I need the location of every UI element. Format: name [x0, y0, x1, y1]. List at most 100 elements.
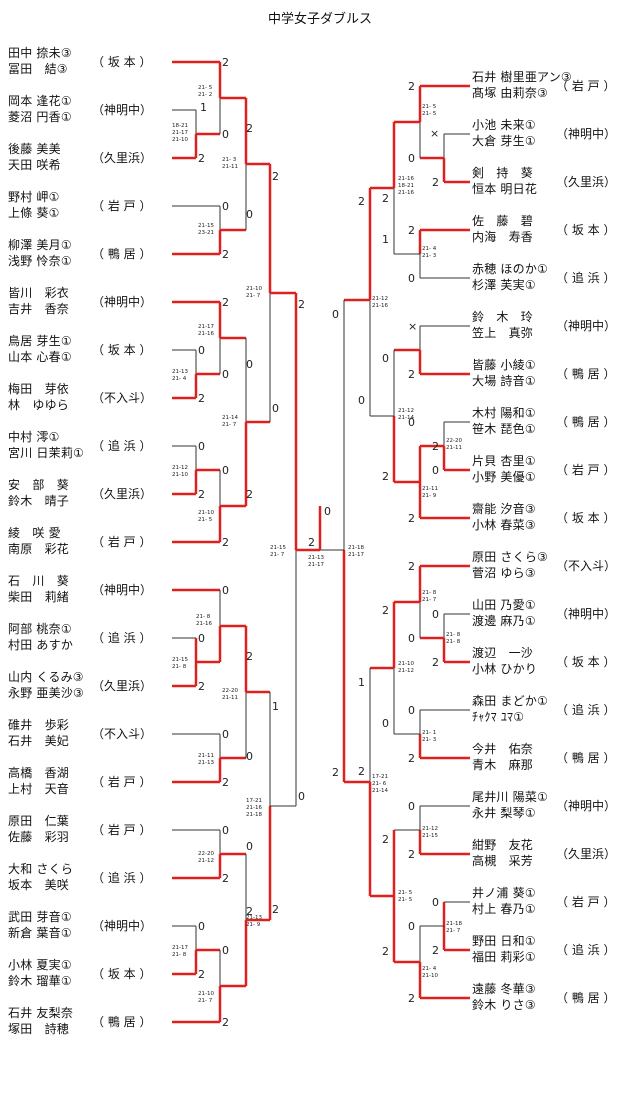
- player-name: 永野 亜美沙③: [8, 686, 84, 700]
- player-name: 碓井 歩彩: [8, 718, 70, 732]
- result-mark: 0: [222, 824, 229, 837]
- team-name: （久里浜）: [92, 679, 153, 693]
- player-name: 村上 春乃①: [472, 902, 536, 916]
- player-name: 武田 芽音①: [8, 910, 72, 924]
- match-score: 17-21: [246, 798, 262, 804]
- team-name: （ 坂 本 ）: [556, 223, 616, 237]
- team-name: （ 追 浜 ）: [556, 943, 616, 957]
- result-mark: 2: [222, 248, 229, 261]
- match-score: 21- 9: [422, 493, 437, 499]
- match-score: 21-15: [172, 657, 188, 663]
- player-name: 石 川 葵: [8, 574, 70, 588]
- result-mark: 2: [432, 440, 439, 453]
- match-score: 21-17: [172, 945, 188, 951]
- team-name: （ 坂 本 ）: [92, 55, 152, 69]
- player-name: 石井 美妃: [8, 734, 70, 748]
- result-mark: 0: [408, 800, 415, 813]
- player-name: 渡邊 麻乃①: [472, 614, 536, 628]
- player-name: 鈴 木 玲: [472, 310, 534, 324]
- team-name: （ 坂 本 ）: [92, 343, 152, 357]
- result-mark: 0: [222, 368, 229, 381]
- match-score: 21- 4: [172, 376, 187, 382]
- player-name: 山内 くるみ③: [8, 670, 84, 684]
- result-mark: 0: [382, 352, 389, 365]
- result-mark: 2: [308, 536, 315, 549]
- result-mark: 2: [198, 152, 205, 165]
- team-name: （ 鴨 居 ）: [556, 415, 616, 429]
- player-name: 野田 日和①: [472, 934, 536, 948]
- result-mark: 1: [382, 233, 389, 246]
- result-mark: 2: [222, 776, 229, 789]
- player-name: 片貝 杏里①: [472, 454, 536, 468]
- match-score: 21- 5: [398, 890, 413, 896]
- match-score: 21-15: [198, 223, 214, 229]
- result-mark: 2: [246, 650, 253, 663]
- result-mark: 0: [432, 896, 439, 909]
- match-score: 18-21: [398, 183, 414, 189]
- match-score: 21-11: [446, 445, 462, 451]
- result-mark: 1: [358, 676, 365, 689]
- match-score: 21-11: [222, 164, 238, 170]
- player-name: 齋能 汐音③: [472, 502, 536, 516]
- result-mark: 2: [332, 766, 339, 779]
- team-name: （ 追 浜 ）: [92, 871, 152, 885]
- match-score: 21- 5: [198, 85, 213, 91]
- match-score: 17-21: [372, 774, 388, 780]
- match-score: 21-17: [198, 324, 214, 330]
- team-name: （久里浜）: [556, 847, 617, 861]
- match-score: 22-20: [446, 438, 462, 444]
- match-score: 21- 8: [446, 632, 461, 638]
- team-name: （ 鴨 居 ）: [92, 1015, 152, 1029]
- match-score: 21-15: [270, 545, 286, 551]
- player-name: 岡本 逢花①: [8, 94, 72, 108]
- result-mark: 0: [246, 208, 253, 221]
- player-name: 高橋 香湖: [8, 766, 70, 780]
- match-score: 23-21: [198, 230, 214, 236]
- team-name: （神明中）: [556, 127, 617, 141]
- team-name: （ 岩 戸 ）: [556, 79, 616, 93]
- result-mark: 0: [198, 632, 205, 645]
- player-name: 後藤 美美: [8, 142, 61, 156]
- match-score: 21-10: [398, 661, 414, 667]
- team-name: （ 追 浜 ）: [92, 631, 152, 645]
- team-name: （不入斗）: [556, 559, 617, 573]
- player-name: 木村 陽和①: [472, 406, 536, 420]
- team-name: （ 鴨 居 ）: [556, 367, 616, 381]
- result-mark: 0: [198, 344, 205, 357]
- result-mark: 0: [222, 200, 229, 213]
- player-name: 新倉 葉音①: [8, 926, 72, 940]
- result-mark: 0: [432, 464, 439, 477]
- player-name: 小池 未来①: [472, 118, 536, 132]
- result-mark: 2: [358, 765, 365, 778]
- result-mark: 2: [358, 195, 365, 208]
- team-name: （ 追 浜 ）: [556, 271, 616, 285]
- result-mark: 2: [222, 56, 229, 69]
- player-name: 鈴木 晴子: [8, 494, 70, 508]
- match-score: 21-16: [198, 331, 214, 337]
- match-score: 21- 5: [198, 517, 213, 523]
- match-score: 21- 8: [172, 664, 187, 670]
- result-mark: 0: [246, 750, 253, 763]
- player-name: 渡辺 一沙: [472, 646, 534, 660]
- team-name: （ 岩 戸 ）: [556, 463, 616, 477]
- player-name: 南原 彩花: [8, 542, 70, 556]
- player-name: 阿部 桃奈①: [8, 622, 72, 636]
- match-score: 21-14: [372, 788, 388, 794]
- player-name: 上村 天音: [8, 782, 70, 796]
- match-score: 21-10: [172, 472, 188, 478]
- result-mark: 0: [408, 704, 415, 717]
- result-mark: 0: [324, 505, 331, 518]
- player-name: 佐 藤 碧: [472, 214, 534, 228]
- team-name: （神明中）: [92, 103, 153, 117]
- player-name: 今井 佑奈: [472, 742, 534, 756]
- match-score: 21- 4: [422, 246, 437, 252]
- result-mark: 2: [198, 680, 205, 693]
- result-mark: 2: [432, 944, 439, 957]
- player-name: 小野 美優①: [472, 470, 536, 484]
- match-score: 21- 4: [422, 966, 437, 972]
- result-mark: 2: [246, 905, 253, 918]
- team-name: （神明中）: [92, 295, 153, 309]
- team-name: （神明中）: [92, 919, 153, 933]
- player-name: 石井 樹里亜アン③: [472, 70, 572, 84]
- team-name: （ 岩 戸 ）: [92, 775, 152, 789]
